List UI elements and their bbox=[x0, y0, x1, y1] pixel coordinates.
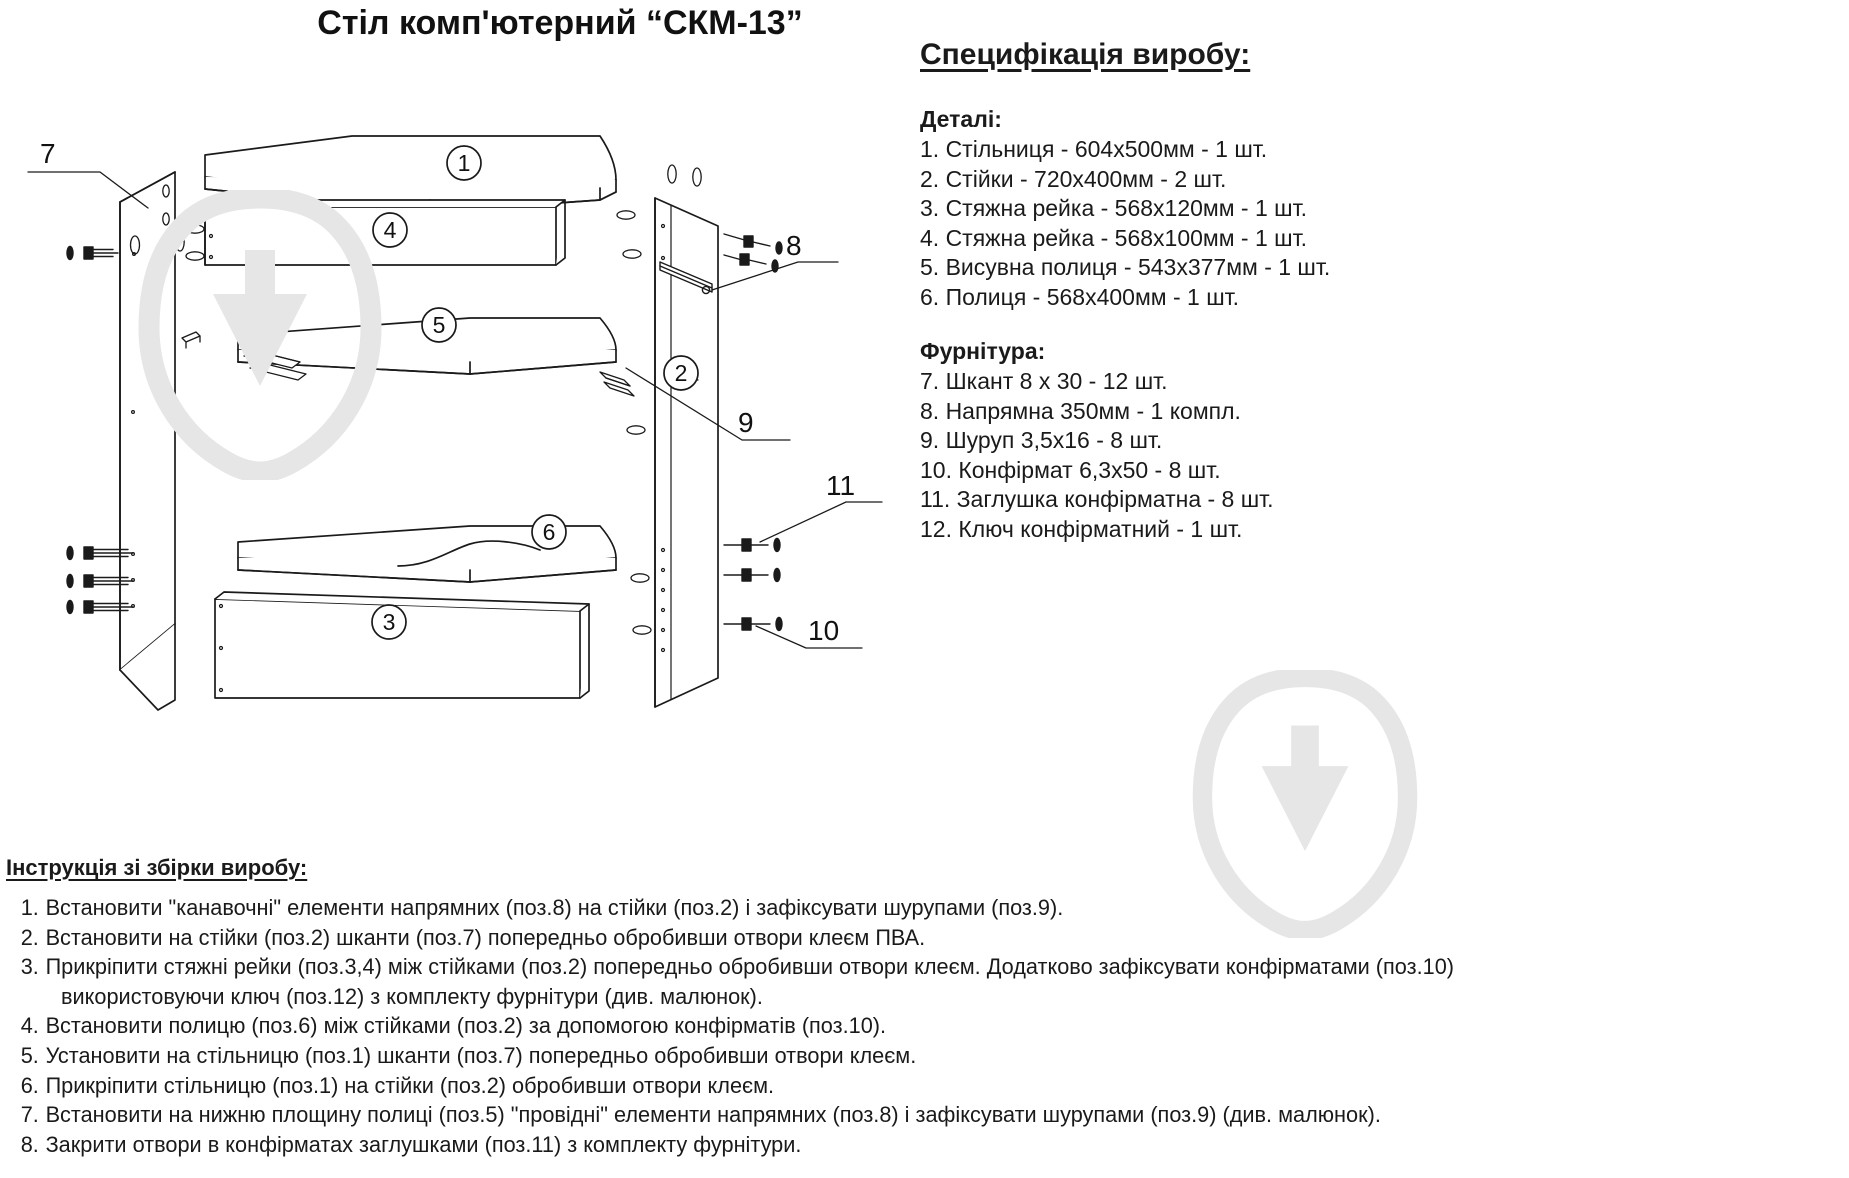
instruction-number: 3. bbox=[20, 954, 39, 980]
instruction-text: використовуючи ключ (поз.12) з комплекту… bbox=[61, 983, 763, 1009]
callout-7: 7 bbox=[40, 138, 56, 169]
instruction-item: 2.Встановити на стійки (поз.2) шканти (п… bbox=[6, 923, 1782, 953]
hardware-item: 10. Конфірмат 6,3х50 - 8 шт. bbox=[920, 456, 1221, 483]
hardware-list: 7. Шкант 8 х 30 - 12 шт. 8. Напрямна 350… bbox=[920, 367, 1820, 544]
left-side-panel bbox=[119, 171, 176, 711]
instruction-number: 8. bbox=[20, 1131, 39, 1157]
callout-11: 11 bbox=[826, 470, 855, 501]
instruction-number: 4. bbox=[20, 1013, 39, 1039]
instruction-number: 7. bbox=[20, 1102, 39, 1128]
svg-text:3: 3 bbox=[383, 609, 396, 635]
instruction-item: 8.Закрити отвори в конфірматах заглушкам… bbox=[6, 1130, 1782, 1160]
svg-text:1: 1 bbox=[458, 150, 471, 176]
instruction-item: 3.Прикріпити стяжні рейки (поз.3,4) між … bbox=[6, 952, 1782, 982]
part-item: 6. Полиця - 568х400мм - 1 шт. bbox=[920, 283, 1240, 310]
part-balloons: 1 4 5 2 6 3 bbox=[371, 145, 699, 640]
hardware-item: 9. Шуруп 3,5х16 - 8 шт. bbox=[920, 427, 1163, 453]
page-title: Стіл комп'ютерний “СКМ-13” bbox=[317, 4, 803, 42]
parts-block: Деталі: 1. Стільниця - 604х500мм - 1 шт.… bbox=[920, 106, 1820, 312]
confirmat-screw-group-left bbox=[66, 245, 134, 615]
callout-10: 10 bbox=[808, 615, 839, 646]
instruction-text: Встановити на стійки (поз.2) шканти (поз… bbox=[45, 924, 926, 950]
specification-heading: Специфікація виробу: bbox=[920, 38, 1251, 71]
instruction-number: 2. bbox=[20, 924, 39, 950]
hardware-item: 8. Напрямна 350мм - 1 компл. bbox=[920, 397, 1241, 424]
callout-9: 9 bbox=[738, 407, 754, 438]
exploded-assembly-diagram: 1 4 5 2 6 3 7 8 9 11 10 bbox=[0, 50, 1418, 941]
hardware-item: 11. Заглушка конфірматна - 8 шт. bbox=[920, 486, 1274, 512]
svg-text:4: 4 bbox=[384, 217, 397, 243]
hardware-item: 12. Ключ конфірматний - 1 шт. bbox=[920, 515, 1243, 542]
svg-text:2: 2 bbox=[675, 360, 688, 386]
instructions-heading: Інструкція зі збірки виробу: bbox=[6, 855, 308, 880]
instruction-text: Установити на стільницю (поз.1) шканти (… bbox=[45, 1042, 917, 1068]
hardware-item: 7. Шкант 8 х 30 - 12 шт. bbox=[920, 368, 1168, 394]
part-item: 2. Стійки - 720х400мм - 2 шт. bbox=[920, 165, 1227, 192]
instruction-item-continuation: використовуючи ключ (поз.12) з комплекту… bbox=[6, 982, 1782, 1012]
instruction-text: Встановити "канавочні" елементи напрямни… bbox=[45, 895, 1064, 920]
parts-list: 1. Стільниця - 604х500мм - 1 шт. 2. Стій… bbox=[920, 135, 1820, 312]
hardware-heading: Фурнітура: bbox=[920, 338, 1046, 364]
part-item: 1. Стільниця - 604х500мм - 1 шт. bbox=[920, 136, 1268, 162]
instruction-text: Прикріпити стільницю (поз.1) на стійки (… bbox=[45, 1072, 775, 1098]
instruction-number: 5. bbox=[20, 1042, 39, 1068]
instruction-item: 7.Встановити на нижню площину полиці (по… bbox=[6, 1100, 1782, 1130]
svg-text:5: 5 bbox=[433, 312, 446, 338]
instruction-text: Встановити полицю (поз.6) між стійками (… bbox=[45, 1013, 887, 1039]
part-item: 3. Стяжна рейка - 568х120мм - 1 шт. bbox=[920, 195, 1307, 221]
instruction-text: Закрити отвори в конфірматах заглушками … bbox=[45, 1131, 802, 1157]
instruction-number: 6. bbox=[20, 1072, 39, 1098]
part-item: 5. Висувна полиця - 543х377мм - 1 шт. bbox=[920, 254, 1331, 280]
callout-labels: 7 8 9 11 10 bbox=[40, 138, 855, 646]
drawer-slide-bracket-left bbox=[181, 331, 201, 349]
part-item: 4. Стяжна рейка - 568х100мм - 1 шт. bbox=[920, 224, 1307, 251]
drawer-slide-part8 bbox=[659, 261, 713, 295]
instruction-item: 5.Установити на стільницю (поз.1) шканти… bbox=[6, 1041, 1782, 1071]
specification-panel: Специфікація виробу: Деталі: 1. Стільниц… bbox=[920, 38, 1820, 544]
leader-lines bbox=[27, 171, 883, 649]
tie-rail-part3 bbox=[214, 591, 590, 699]
technical-line-drawing: 1 4 5 2 6 3 7 8 9 11 10 bbox=[27, 135, 883, 711]
instruction-text: Прикріпити стяжні рейки (поз.3,4) між ст… bbox=[45, 954, 1454, 980]
svg-text:6: 6 bbox=[543, 519, 556, 545]
instructions-list: 1.Встановити "канавочні" елементи напрям… bbox=[6, 893, 1846, 1159]
right-side-panel bbox=[654, 197, 719, 708]
instruction-item: 4.Встановити полицю (поз.6) між стійками… bbox=[6, 1011, 1782, 1041]
instruction-item: 1.Встановити "канавочні" елементи напрям… bbox=[6, 893, 1782, 923]
instruction-item: 6.Прикріпити стільницю (поз.1) на стійки… bbox=[6, 1071, 1782, 1101]
assembly-instructions: Інструкція зі збірки виробу: 1.Встановит… bbox=[6, 855, 1846, 1159]
instruction-number: 1. bbox=[20, 895, 39, 920]
shelf-part6 bbox=[237, 525, 617, 583]
instruction-text: Встановити на нижню площину полиці (поз.… bbox=[45, 1102, 1381, 1128]
callout-8: 8 bbox=[786, 230, 802, 261]
parts-heading: Деталі: bbox=[920, 106, 1002, 132]
hardware-block: Фурнітура: 7. Шкант 8 х 30 - 12 шт. 8. Н… bbox=[920, 338, 1820, 544]
